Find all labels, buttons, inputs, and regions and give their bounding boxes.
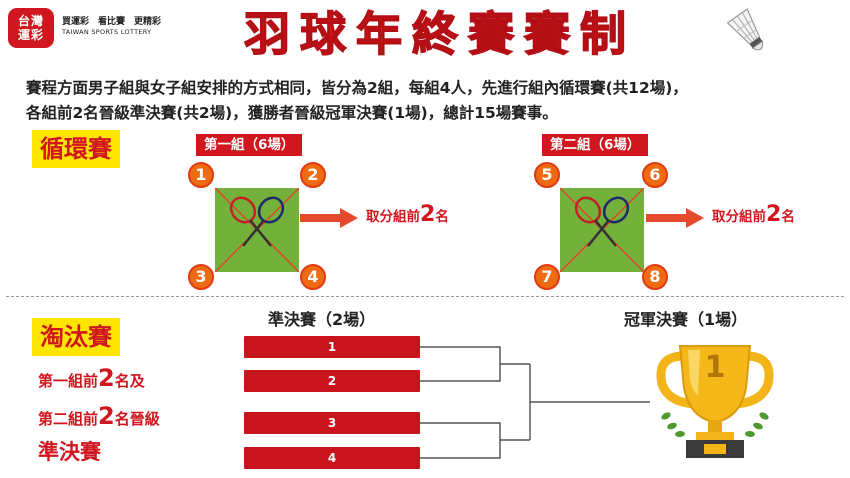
semifinal-slot: 2 <box>244 370 420 392</box>
arrow-right-icon <box>646 208 704 228</box>
knockout-label: 淘汰賽 <box>32 318 120 356</box>
group-1-advance-text: 取分組前2名 <box>366 202 449 227</box>
taiwan-lottery-logo: 台灣運彩 <box>8 8 54 48</box>
semifinal-slot: 3 <box>244 412 420 434</box>
semifinal-label: 準決賽（2場） <box>268 310 376 329</box>
player-number: 5 <box>534 162 560 188</box>
player-number: 3 <box>188 264 214 290</box>
advance-text: 取分組前 <box>712 209 766 225</box>
group-2-court <box>560 188 644 272</box>
group-1-tag: 第一組（6場） <box>196 134 303 156</box>
group-2-advance-text: 取分組前2名 <box>712 202 795 227</box>
advance-suffix: 名 <box>781 209 795 225</box>
section-divider <box>6 296 844 297</box>
arrow-right-icon <box>300 208 358 228</box>
desc-number: 2 <box>98 402 115 430</box>
page-title: 羽球年終賽賽制 <box>243 6 636 62</box>
player-number: 2 <box>300 162 326 188</box>
group-2-tag: 第二組（6場） <box>542 134 649 156</box>
logo-english-name: TAIWAN SPORTS LOTTERY <box>62 28 152 36</box>
desc-number: 2 <box>98 364 115 392</box>
advance-text: 取分組前 <box>366 209 420 225</box>
player-number: 6 <box>642 162 668 188</box>
rackets-icon <box>229 196 285 247</box>
advance-suffix: 名 <box>435 209 449 225</box>
desc-text: 名晉級 <box>114 410 160 428</box>
player-number: 4 <box>300 264 326 290</box>
player-number: 1 <box>188 162 214 188</box>
intro-line-1: 賽程方面男子組與女子組安排的方式相同，皆分為2組，每組4人，先進行組內循環賽(共… <box>26 79 688 97</box>
semifinal-slot: 4 <box>244 447 420 469</box>
knockout-desc-line-3: 準決賽 <box>38 440 101 464</box>
advance-number: 2 <box>420 202 436 227</box>
advance-number: 2 <box>766 202 782 227</box>
round-robin-label: 循環賽 <box>32 130 120 168</box>
shuttlecock-icon <box>726 8 764 51</box>
knockout-desc-line-1: 第一組前2名及 <box>38 364 145 392</box>
group-1-court <box>215 188 299 272</box>
intro-text: 賽程方面男子組與女子組安排的方式相同，皆分為2組，每組4人，先進行組內循環賽(共… <box>26 76 836 126</box>
player-number: 8 <box>642 264 668 290</box>
desc-text: 名及 <box>114 372 145 390</box>
bracket-lines <box>420 346 650 459</box>
knockout-desc-line-2: 第二組前2名晉級 <box>38 402 160 430</box>
desc-text: 第一組前 <box>38 372 99 390</box>
desc-text: 第二組前 <box>38 410 99 428</box>
trophy-number: 1 <box>704 350 726 385</box>
rackets-icon <box>574 196 630 247</box>
trophy-icon <box>656 345 774 458</box>
logo-slogan: 買運彩 看比賽 更精彩 <box>62 17 162 27</box>
semifinal-slot: 1 <box>244 336 420 358</box>
intro-line-2: 各組前2名晉級準決賽(共2場)，獲勝者晉級冠軍決賽(1場)，總計15場賽事。 <box>26 104 558 122</box>
player-number: 7 <box>534 264 560 290</box>
final-label: 冠軍決賽（1場） <box>624 310 748 329</box>
